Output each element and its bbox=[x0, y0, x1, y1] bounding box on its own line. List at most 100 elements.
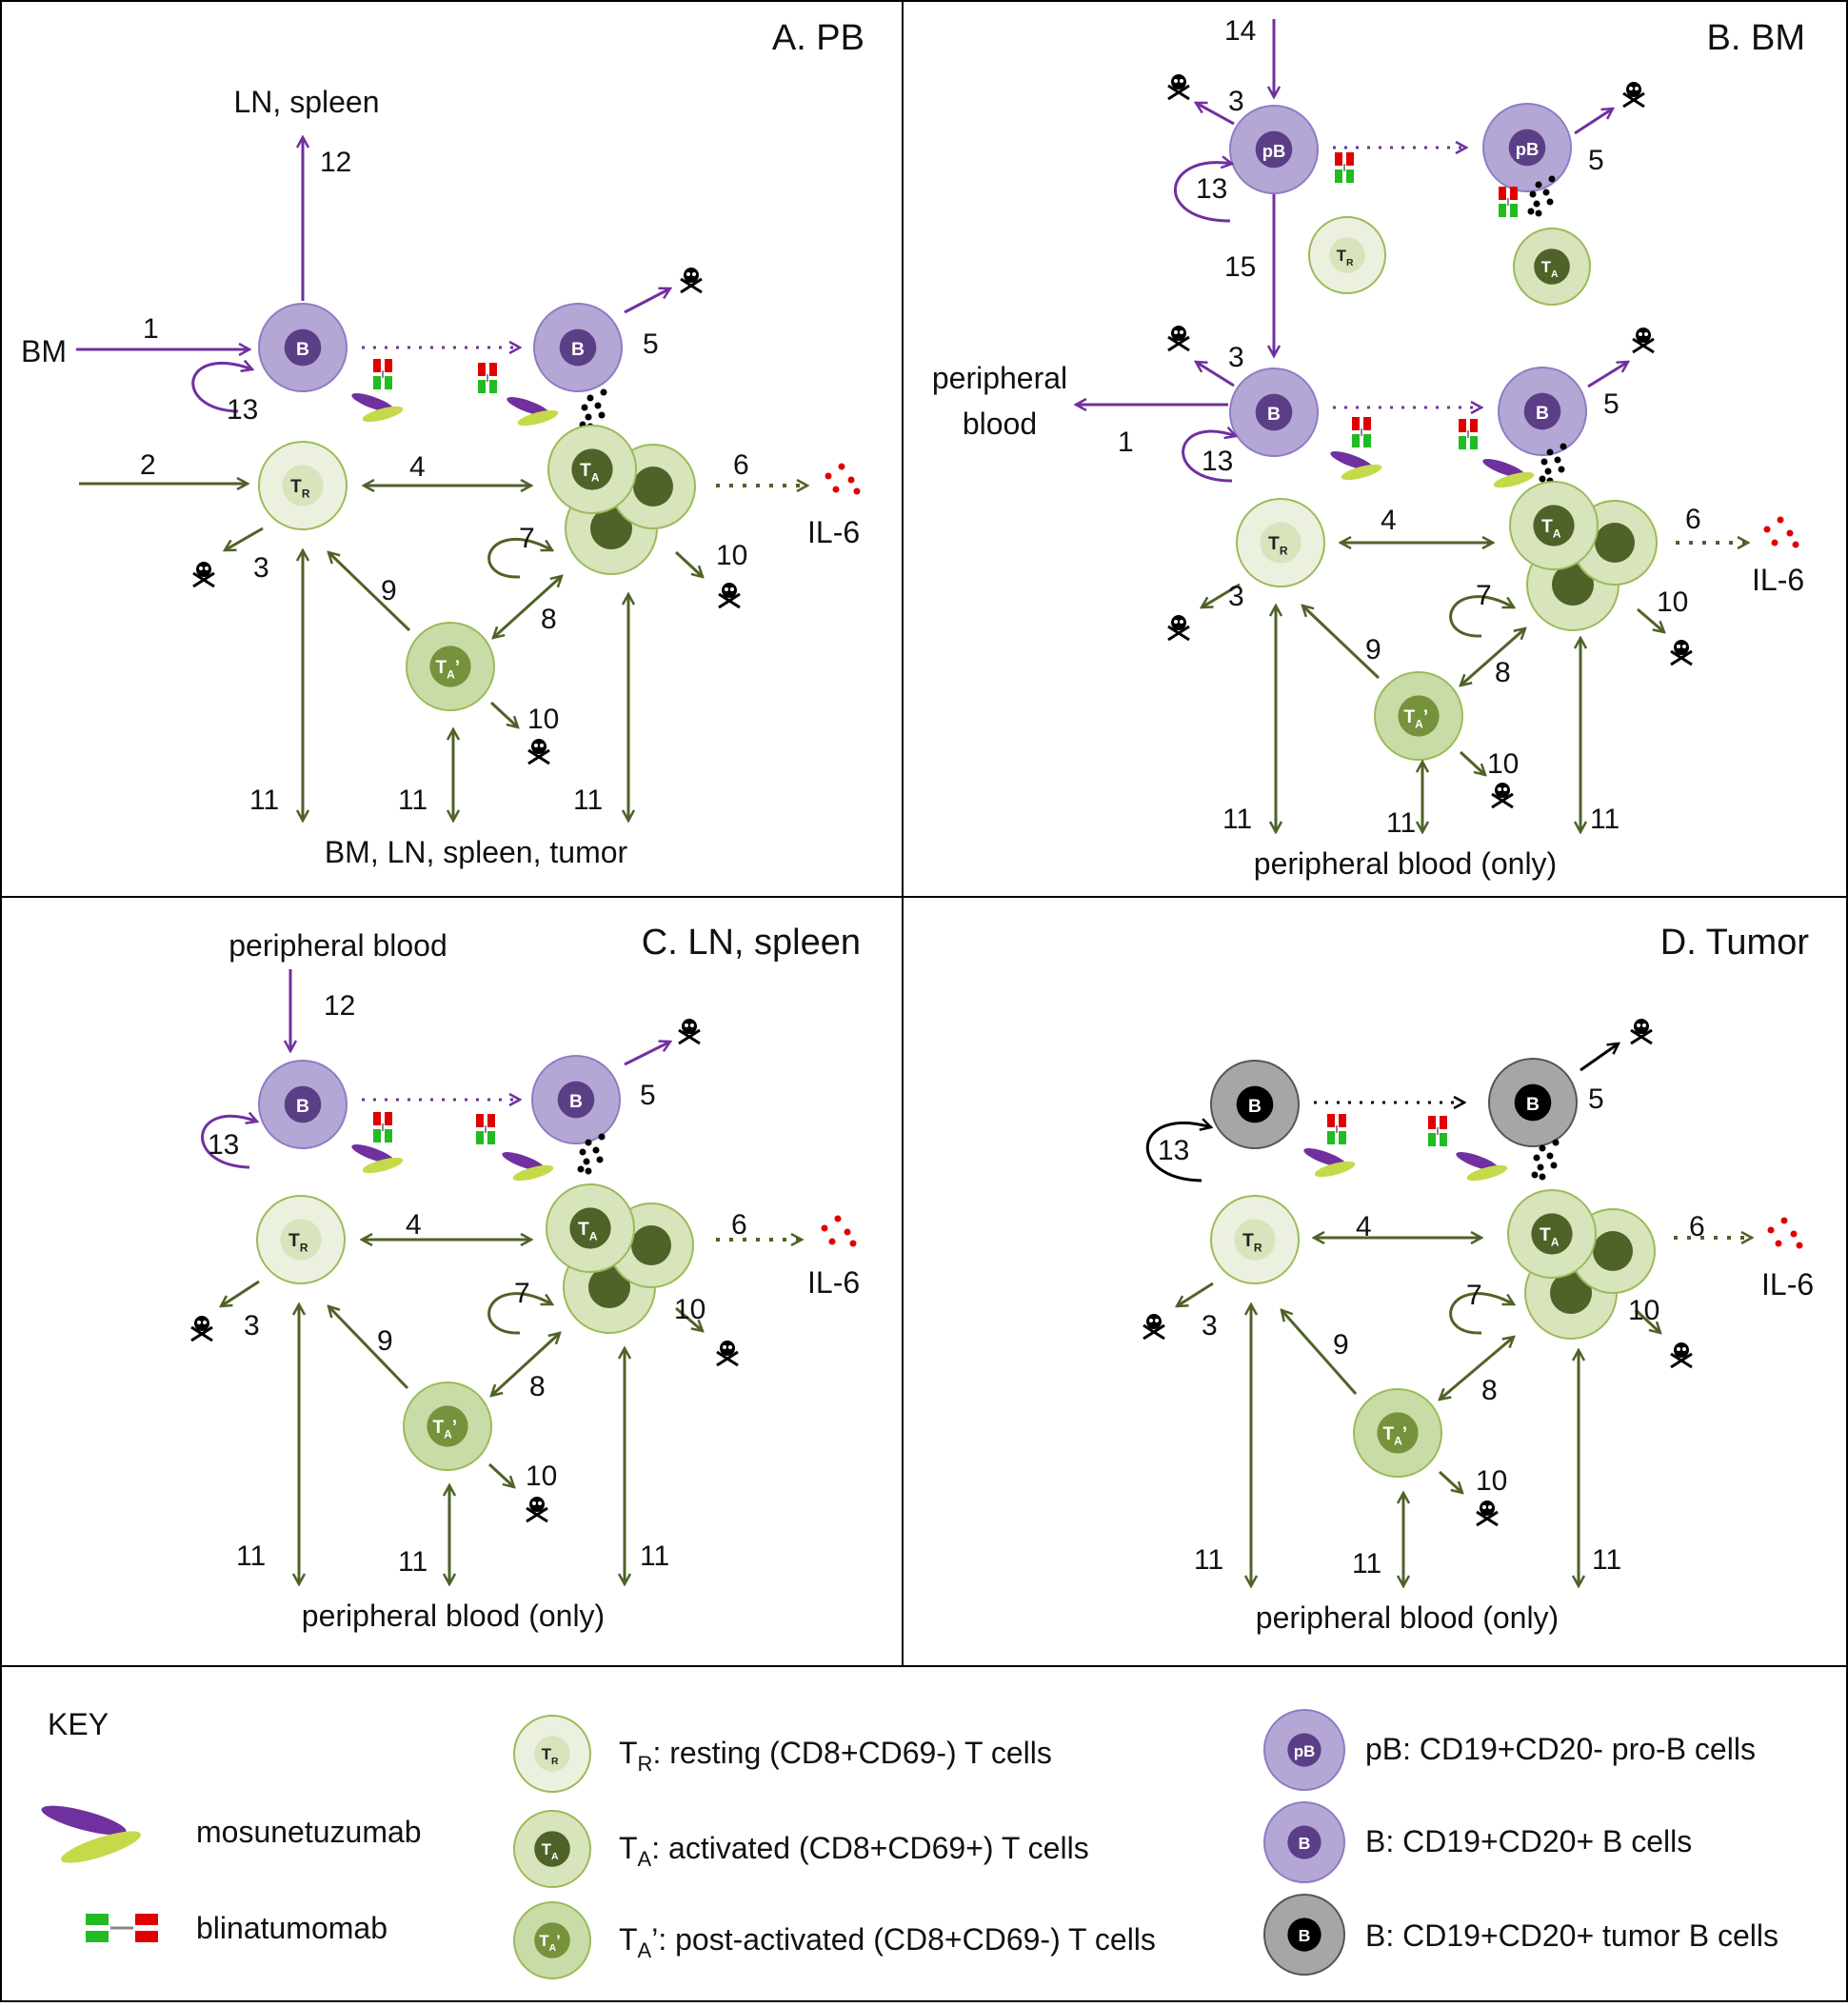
panel-b-num-5: 5 bbox=[1588, 145, 1604, 176]
skull-bone-2 bbox=[1630, 1028, 1653, 1045]
key-t-desc: ’: post-activated (CD8+CD69-) T cells bbox=[651, 1922, 1156, 1957]
panel-b-num-4: 4 bbox=[1381, 505, 1397, 536]
cell-label: TA bbox=[542, 1840, 559, 1862]
panel-b-skull-3-mid bbox=[1167, 326, 1190, 352]
panel-b-num-3: 3 bbox=[1228, 86, 1244, 117]
panel-a-blin-2 bbox=[478, 363, 497, 393]
dot bbox=[847, 476, 855, 484]
panel-b-skull-5-top bbox=[1622, 82, 1645, 109]
cell-label: B bbox=[296, 340, 309, 360]
skull-bone-2 bbox=[527, 748, 550, 765]
panel-d-tumor-b-cell-target: B bbox=[1488, 1058, 1578, 1147]
panel-a-num-10: 10 bbox=[716, 540, 747, 571]
key-t-sub: A bbox=[638, 1938, 652, 1962]
skull-head bbox=[1171, 615, 1186, 630]
skull-bone-2 bbox=[192, 571, 215, 588]
cell-label-sub: A bbox=[1551, 269, 1559, 280]
blin-red-r bbox=[1339, 1114, 1346, 1127]
dot bbox=[1539, 1144, 1546, 1152]
panel-a-arrow-9 bbox=[328, 552, 411, 632]
skull-eye-r bbox=[1488, 1505, 1492, 1509]
mosu-yellow bbox=[362, 406, 404, 423]
panel-d-arrow-9 bbox=[1282, 1310, 1358, 1395]
key-t-sub: A bbox=[638, 1847, 652, 1871]
key-tr-desc: TR: resting (CD8+CD69-) T cells bbox=[619, 1736, 1052, 1776]
mosu-purple bbox=[507, 397, 550, 416]
skull-head bbox=[1634, 1019, 1649, 1034]
blin-green-r bbox=[385, 1129, 392, 1143]
panel-b-bottom-label: peripheral blood (only) bbox=[1254, 846, 1557, 881]
cell-nucleus bbox=[1234, 1219, 1276, 1261]
blin-green-r bbox=[385, 376, 392, 389]
panel-c-num-10: 10 bbox=[674, 1294, 705, 1325]
cell-nucleus bbox=[1398, 695, 1440, 737]
cell-nucleus bbox=[1534, 248, 1570, 285]
skull-eye-l bbox=[686, 272, 690, 276]
cell-nucleus bbox=[1236, 1085, 1274, 1123]
skull-eye-r bbox=[690, 1023, 694, 1027]
cell-label: pB bbox=[1262, 141, 1286, 161]
key-mosu-yellow bbox=[61, 1831, 141, 1863]
dot bbox=[579, 1148, 586, 1156]
panel-b-title: B. BM bbox=[1707, 18, 1805, 58]
skull-head bbox=[1626, 82, 1641, 97]
cluster-nucleus-bottom bbox=[1552, 564, 1594, 606]
dot bbox=[1542, 189, 1550, 196]
dot bbox=[1535, 209, 1542, 217]
panel-a-il6-dots bbox=[825, 463, 861, 495]
cell-label-main: T bbox=[580, 461, 591, 481]
dot bbox=[1539, 475, 1546, 483]
cluster-nucleus-bottom bbox=[588, 1266, 630, 1308]
skull-bone-2 bbox=[1670, 649, 1693, 666]
panel-c-num-9: 9 bbox=[377, 1325, 393, 1357]
key-blin-green-t bbox=[86, 1914, 109, 1925]
cell-label: TA bbox=[1541, 258, 1559, 280]
cell-label: TA bbox=[578, 1220, 598, 1243]
blin-red-l bbox=[476, 1114, 484, 1127]
panel-b-num-14: 14 bbox=[1224, 15, 1256, 47]
panel-d-num-3: 3 bbox=[1202, 1310, 1218, 1341]
dot bbox=[1790, 1230, 1798, 1238]
cell-label: TA’ bbox=[539, 1932, 560, 1954]
blin-green-l bbox=[373, 1129, 381, 1143]
cell-label: B bbox=[1299, 1834, 1311, 1853]
panel-c-arrow-3 bbox=[221, 1280, 260, 1306]
blin-red-l bbox=[1459, 419, 1466, 432]
panel-c-b-cell-target: B bbox=[531, 1055, 621, 1144]
blin-green-r bbox=[1510, 204, 1518, 217]
panel-b-arrow-9 bbox=[1302, 606, 1381, 680]
panel-b-num-10: 10 bbox=[1657, 586, 1688, 618]
panel-b-tr-cell-top: TR bbox=[1308, 216, 1386, 294]
cell-label-sub: R bbox=[300, 1241, 308, 1254]
blin-green-r bbox=[489, 380, 497, 393]
cell-label-main: T bbox=[288, 1231, 300, 1251]
cell-nucleus bbox=[284, 328, 322, 367]
dot bbox=[825, 472, 832, 480]
cell-label: B bbox=[571, 340, 585, 360]
cluster-nucleus-bottom bbox=[590, 507, 632, 549]
panel-a-title: A. PB bbox=[772, 18, 864, 58]
panel-b-arrow-5-top bbox=[1574, 109, 1613, 135]
panel-d-il6-dots bbox=[1767, 1217, 1803, 1249]
blin-red-r bbox=[487, 1114, 495, 1127]
panel-b-arrow-10a bbox=[1637, 607, 1664, 632]
skull-head bbox=[1146, 1314, 1162, 1329]
key-tr-cell: TR bbox=[513, 1715, 591, 1793]
skull-head bbox=[1636, 328, 1651, 343]
cell-nucleus bbox=[557, 1081, 595, 1119]
panel-b-blin-top-1 bbox=[1335, 152, 1354, 183]
cell-nucleus bbox=[1255, 130, 1293, 169]
panel-c-skull-10b bbox=[526, 1497, 548, 1523]
cell-nucleus bbox=[282, 465, 324, 507]
panel-d-num-10: 10 bbox=[1476, 1465, 1507, 1497]
panel-b-arrow-8 bbox=[1461, 628, 1525, 686]
cell-label-main: T bbox=[1541, 258, 1552, 276]
panel-a-top-label: LN, spleen bbox=[234, 85, 380, 119]
cell-label-main: T bbox=[1268, 534, 1280, 554]
dot bbox=[594, 402, 602, 409]
panel-a-tap-cell: TA’ bbox=[406, 622, 495, 711]
cell-label-main: T bbox=[435, 658, 447, 678]
cell-nucleus bbox=[1255, 393, 1293, 431]
panel-c-num-11: 11 bbox=[640, 1540, 669, 1572]
